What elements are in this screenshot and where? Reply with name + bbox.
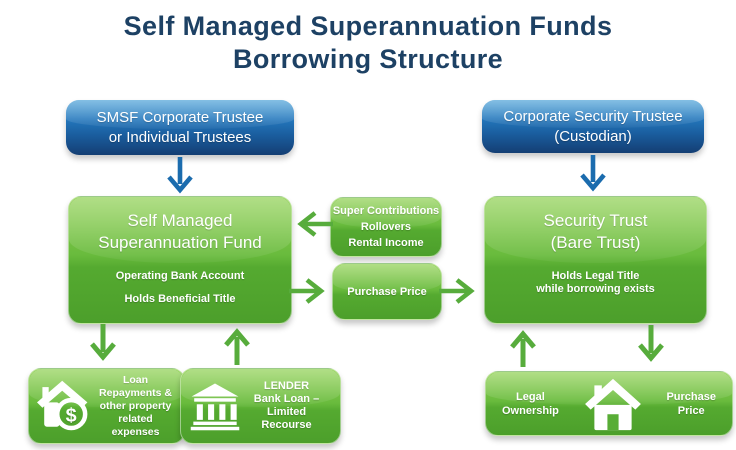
loan-repayments-line-2: Repayments & [99, 386, 172, 399]
loan-repayments-line-1: Loan [122, 373, 149, 386]
lender-line-3: Limited [266, 406, 307, 418]
lender-line-2: Bank Loan – [253, 393, 320, 405]
security-trust-title-line-2: (Bare Trust) [550, 233, 641, 252]
security-trust-details: Holds Legal Title while borrowing exists [485, 270, 706, 297]
smsf-fund-details: Operating Bank Account Holds Beneficial … [69, 270, 291, 305]
inflows-line-3: Rental Income [348, 237, 424, 249]
title-line-1: Self Managed Superannuation Funds [123, 11, 613, 41]
arrow-custodian-to-trust-icon [580, 155, 606, 192]
dollar-sign-glyph: $ [66, 404, 77, 426]
arrow-trust-to-legal-ownership-icon [510, 330, 536, 367]
loan-repayments-line-5: expenses [111, 425, 160, 438]
asset-purchase-price-label: Purchase Price [666, 390, 716, 418]
smsf-trustee-line-1: SMSF Corporate Trustee [96, 108, 264, 126]
loan-repayments-label: Loan Repayments & other property related… [93, 374, 178, 439]
security-trust-sub-2: while borrowing exists [536, 283, 655, 295]
house-icon [583, 377, 643, 431]
asset-box: Legal Ownership Purchase Price [485, 371, 733, 436]
smsf-trustee-line-2: or Individual Trustees [108, 128, 252, 146]
house-dollar-icon: $ [35, 379, 93, 433]
security-trustee-line-2: (Custodian) [554, 127, 632, 145]
security-trust-title: Security Trust (Bare Trust) [485, 210, 706, 254]
legal-ownership-line-1: Legal [516, 390, 545, 403]
inflows-line-1: Super Contributions [332, 205, 440, 217]
loan-repayments-line-4: related [118, 412, 153, 425]
loan-repayments-box: $ Loan Repayments & other property relat… [28, 368, 185, 444]
security-trust-title-line-1: Security Trust [543, 211, 648, 230]
smsf-fund-box: Self Managed Superannuation Fund Operati… [68, 196, 292, 324]
smsf-fund-sub-2: Holds Beneficial Title [124, 293, 236, 305]
asset-purchase-price-line-1: Purchase [666, 390, 716, 403]
inflows-line-2: Rollovers [360, 221, 412, 233]
page-title: Self Managed Superannuation Funds Borrow… [0, 10, 736, 76]
arrow-purchase-to-trust-icon [439, 278, 475, 304]
security-trustee-box: Corporate Security Trustee (Custodian) [482, 100, 704, 153]
smsf-fund-title-line-1: Self Managed [127, 211, 233, 230]
legal-ownership-label: Legal Ownership [502, 390, 559, 418]
bank-icon [189, 381, 241, 431]
lender-box: LENDER Bank Loan – Limited Recourse [180, 368, 341, 444]
arrow-smsf-to-expenses-icon [90, 324, 116, 361]
arrow-smsf-to-purchase-icon [289, 278, 325, 304]
purchase-price-mid-box: Purchase Price [332, 263, 442, 320]
asset-purchase-price-line-2: Price [677, 404, 705, 417]
purchase-price-mid-label: Purchase Price [347, 285, 427, 298]
inflows-box: Super Contributions Rollovers Rental Inc… [330, 197, 442, 257]
smsf-fund-title: Self Managed Superannuation Fund [69, 210, 291, 254]
smsf-trustee-box: SMSF Corporate Trustee or Individual Tru… [66, 100, 294, 155]
security-trust-box: Security Trust (Bare Trust) Holds Legal … [484, 196, 707, 324]
lender-label: LENDER Bank Loan – Limited Recourse [241, 380, 332, 432]
legal-ownership-line-2: Ownership [502, 404, 559, 417]
lender-line-4: Recourse [261, 419, 312, 431]
security-trustee-line-1: Corporate Security Trustee [503, 107, 683, 125]
security-trust-sub-1: Holds Legal Title [551, 270, 640, 282]
arrow-trust-to-purchase-price-icon [638, 325, 664, 362]
arrow-trustees-to-smsf-icon [167, 157, 193, 194]
smsf-fund-sub-1: Operating Bank Account [115, 270, 245, 282]
smsf-fund-title-line-2: Superannuation Fund [98, 233, 262, 252]
lender-line-1: LENDER [263, 380, 310, 392]
arrow-lender-to-smsf-icon [224, 328, 250, 365]
title-line-2: Borrowing Structure [232, 44, 504, 74]
loan-repayments-line-3: other property [99, 399, 172, 412]
arrow-inflows-to-smsf-icon [297, 211, 333, 237]
